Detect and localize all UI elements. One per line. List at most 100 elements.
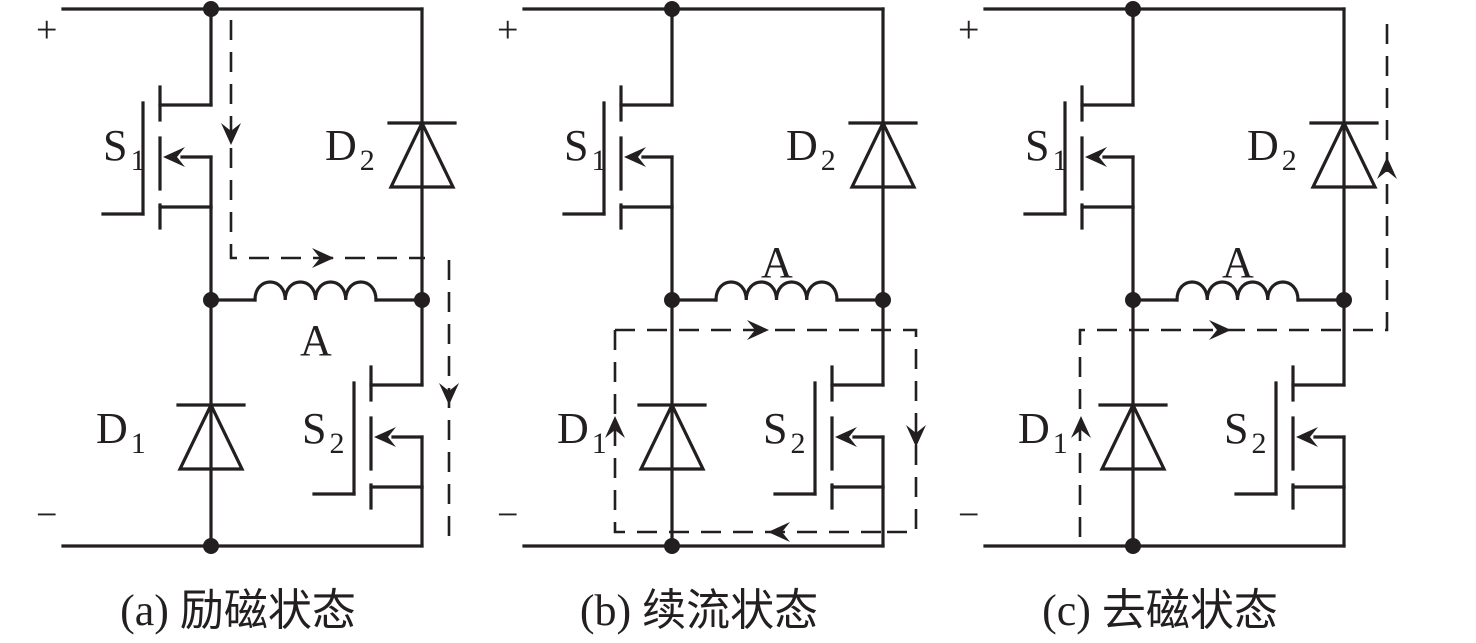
junction-node [414, 292, 430, 308]
diode-d2 [387, 119, 457, 189]
current-path [605, 320, 926, 542]
label-winding-a: A [300, 316, 332, 365]
label-d1-subscript: 1 [1053, 427, 1068, 460]
mosfet-body-arrow-icon [835, 427, 857, 447]
current-arrow-left-icon [768, 522, 790, 542]
label-s1-subscript: 1 [591, 144, 606, 177]
diode-triangle [638, 401, 706, 471]
junction-node [203, 1, 219, 17]
mosfet-body-arrow-icon [374, 427, 396, 447]
current-path-dashed [613, 330, 883, 534]
diode-d1 [637, 401, 707, 471]
label-s2-subscript: 2 [329, 427, 344, 460]
negative-terminal-sign: − [958, 494, 979, 536]
junction-node [664, 538, 680, 554]
switch-s1 [1023, 85, 1135, 230]
switch-s2 [1234, 365, 1346, 510]
junction-node [1125, 538, 1141, 554]
label-s1-main: S [564, 121, 588, 170]
phase-winding-a [1175, 280, 1300, 302]
label-s2-main: S [1224, 404, 1248, 453]
inductor-coil [253, 280, 378, 302]
diode-triangle [1099, 401, 1167, 471]
switch-s1 [101, 85, 213, 230]
diode-d1 [176, 401, 246, 471]
diode-d1 [1098, 401, 1168, 471]
current-path [1071, 12, 1397, 537]
label-winding-a: A [1222, 238, 1254, 287]
positive-terminal-sign: + [497, 9, 518, 51]
label-d1-main: D [557, 404, 589, 453]
panel-caption: (b) 续流状态 [580, 586, 818, 635]
current-arrow-up-icon [605, 416, 625, 438]
diode-triangle [1310, 119, 1378, 189]
current-path [221, 20, 459, 546]
panel-caption: (c) 去磁状态 [1042, 586, 1278, 635]
inductor-coil [714, 280, 839, 302]
label-d1-main: D [96, 404, 128, 453]
diode-d2 [1309, 119, 1379, 189]
mosfet-body-arrow-icon [1296, 427, 1318, 447]
current-arrow-right-icon [1209, 320, 1231, 340]
label-d2-subscript: 2 [821, 144, 836, 177]
current-arrow-down-icon [221, 123, 241, 145]
label-d1-main: D [1018, 404, 1050, 453]
negative-terminal-sign: − [36, 494, 57, 536]
label-s2-subscript: 2 [790, 427, 805, 460]
diode-triangle [388, 119, 456, 189]
label-winding-a-main: A [1222, 238, 1254, 287]
current-arrow-down-icon [906, 425, 926, 447]
current-arrow-up-icon [1377, 157, 1397, 179]
inductor-coil [1175, 280, 1300, 302]
current-arrow-down-icon [439, 383, 459, 405]
mosfet-body-arrow-icon [624, 147, 646, 167]
label-s1-subscript: 1 [1052, 144, 1067, 177]
switch-s2 [773, 365, 885, 510]
label-d2-subscript: 2 [1282, 144, 1297, 177]
junction-node [203, 538, 219, 554]
mosfet-body-arrow-icon [163, 147, 185, 167]
panel-caption: (a) 励磁状态 [120, 586, 356, 635]
label-s1-main: S [103, 121, 127, 170]
phase-winding-a [714, 280, 839, 302]
junction-node [664, 1, 680, 17]
label-s2-main: S [302, 404, 326, 453]
label-d2-main: D [325, 121, 357, 170]
switch-s2 [312, 365, 424, 510]
junction-node [1336, 292, 1352, 308]
label-s2-main: S [763, 404, 787, 453]
current-arrow-up-icon [1071, 416, 1091, 438]
label-d2-main: D [1247, 121, 1279, 170]
label-winding-a-main: A [300, 316, 332, 365]
label-d1-subscript: 1 [592, 427, 607, 460]
diode-triangle [177, 401, 245, 471]
label-d2-subscript: 2 [360, 144, 375, 177]
negative-terminal-sign: − [497, 494, 518, 536]
current-path-dashed [615, 328, 918, 534]
label-s1-main: S [1025, 121, 1049, 170]
junction-node [875, 292, 891, 308]
phase-winding-a [253, 280, 378, 302]
current-arrow-right-icon [312, 248, 334, 268]
diode-triangle [849, 119, 917, 189]
positive-terminal-sign: + [958, 9, 979, 51]
label-d1-subscript: 1 [131, 427, 146, 460]
label-s1-subscript: 1 [130, 144, 145, 177]
switch-s1 [562, 85, 674, 230]
